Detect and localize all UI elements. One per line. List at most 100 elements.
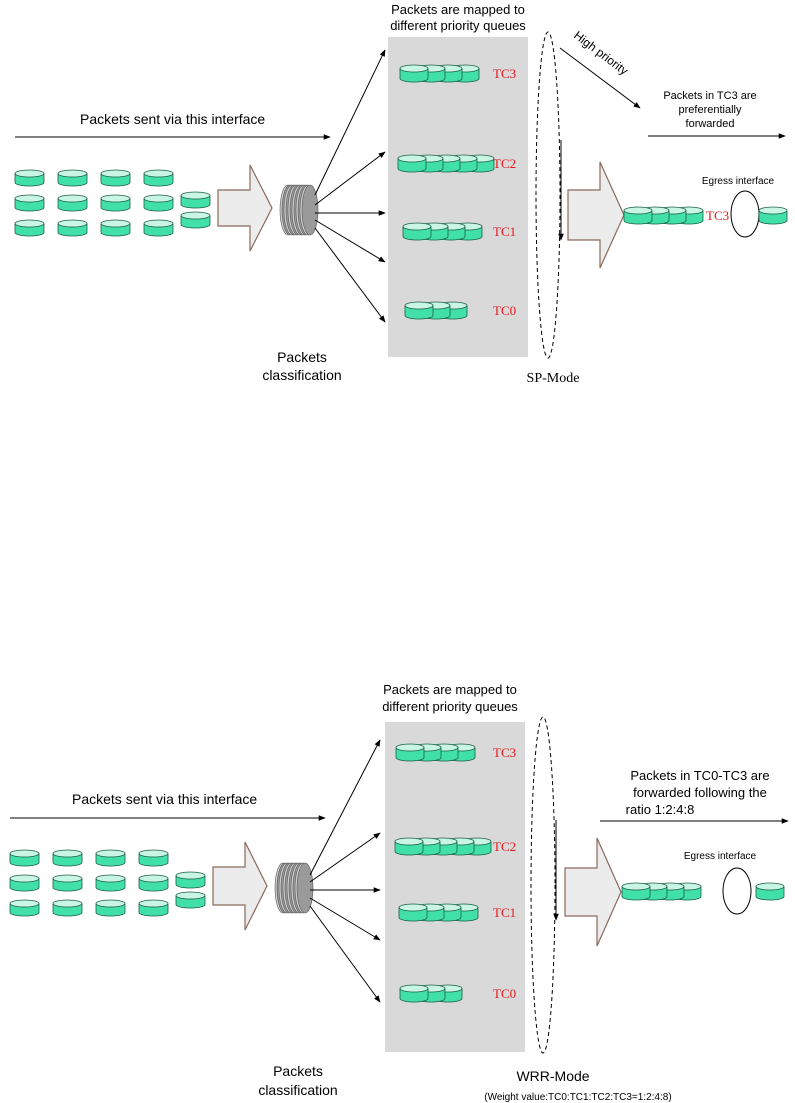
classification-label-line1: Packets bbox=[277, 349, 327, 365]
packet-cylinder-icon bbox=[175, 891, 206, 909]
block-arrow-icon bbox=[212, 841, 268, 931]
queue-label: TC0 bbox=[493, 303, 516, 318]
queue-label: TC1 bbox=[493, 905, 516, 920]
mapping-title-line2: different priority queues bbox=[382, 699, 518, 714]
queue-label: TC1 bbox=[493, 224, 516, 239]
egress-interface-icon bbox=[730, 190, 760, 238]
packet-cylinder-icon bbox=[755, 882, 785, 901]
egress-single-packet bbox=[758, 206, 788, 225]
block-arrow-icon bbox=[564, 837, 622, 947]
packet-cylinder-icon bbox=[180, 211, 211, 229]
packet-cylinder-icon bbox=[398, 903, 428, 922]
packet-cylinder-icon bbox=[9, 874, 40, 892]
classification-label-line2: classification bbox=[262, 367, 341, 383]
packet-cylinder-icon bbox=[138, 849, 169, 867]
egress-packets bbox=[621, 882, 702, 901]
egress-interface-label: Egress interface bbox=[702, 176, 775, 187]
classification-label-line1: Packets bbox=[273, 1063, 323, 1079]
output-label-line3: ratio 1:2:4:8 bbox=[626, 802, 695, 817]
queue-tc3: TC3 bbox=[395, 743, 516, 762]
queue-tc1: TC1 bbox=[398, 903, 516, 922]
packet-cylinder-icon bbox=[397, 154, 427, 173]
egress-interface-icon bbox=[722, 867, 752, 915]
queue-tc3: TC3 bbox=[399, 64, 516, 83]
queue-tc0: TC0 bbox=[399, 984, 516, 1003]
queue-label: TC2 bbox=[493, 156, 516, 171]
packet-cylinder-icon bbox=[623, 206, 653, 225]
classification-label-line2: classification bbox=[258, 1082, 337, 1098]
output-label-line2: forwarded following the bbox=[633, 785, 767, 800]
packet-cylinder-icon bbox=[394, 837, 424, 856]
mode-label: SP-Mode bbox=[527, 371, 580, 386]
packet-cylinder-icon bbox=[9, 899, 40, 917]
packet-cylinder-icon bbox=[57, 169, 88, 187]
packet-cylinder-icon bbox=[14, 169, 45, 187]
packet-cylinder-icon bbox=[14, 219, 45, 237]
queue-tc1: TC1 bbox=[402, 222, 516, 241]
priority-queue-panel bbox=[385, 722, 525, 1052]
mapping-title-line2: different priority queues bbox=[390, 18, 526, 33]
packet-cylinder-icon bbox=[100, 194, 131, 212]
classifier-disk-stack-icon bbox=[279, 184, 319, 236]
mapping-title-line1: Packets are mapped to bbox=[391, 2, 525, 17]
egress-packets bbox=[623, 206, 704, 225]
packet-cylinder-icon bbox=[404, 301, 434, 320]
ingress-packets bbox=[9, 849, 206, 917]
egress-queue-label: TC3 bbox=[706, 208, 729, 223]
packet-cylinder-icon bbox=[143, 194, 174, 212]
ingress-label: Packets sent via this interface bbox=[80, 111, 265, 127]
ingress-label: Packets sent via this interface bbox=[72, 791, 257, 807]
output-label-line3: forwarded bbox=[686, 118, 735, 130]
packet-cylinder-icon bbox=[95, 899, 126, 917]
queue-label: TC3 bbox=[493, 745, 516, 760]
packet-cylinder-icon bbox=[138, 899, 169, 917]
output-label-line1: Packets in TC0-TC3 are bbox=[630, 768, 769, 783]
packet-cylinder-icon bbox=[100, 219, 131, 237]
packet-cylinder-icon bbox=[758, 206, 788, 225]
weight-note: (Weight value:TC0:TC1:TC2:TC3=1:2:4:8) bbox=[484, 1092, 671, 1103]
packet-cylinder-icon bbox=[57, 194, 88, 212]
queue-label: TC0 bbox=[493, 986, 516, 1001]
classification-arrows bbox=[314, 49, 386, 323]
queue-label: TC2 bbox=[493, 839, 516, 854]
scheduler-ellipse-icon bbox=[535, 31, 561, 359]
mode-label: WRR-Mode bbox=[516, 1068, 589, 1084]
queue-label: TC3 bbox=[493, 66, 516, 81]
mapping-title-line1: Packets are mapped to bbox=[383, 682, 517, 697]
packet-cylinder-icon bbox=[180, 191, 211, 209]
wrr-mode-diagram: Packets are mapped to different priority… bbox=[9, 682, 789, 1103]
output-label-line1: Packets in TC3 are bbox=[663, 90, 756, 102]
scheduler-ellipse-icon bbox=[530, 716, 556, 1054]
packet-cylinder-icon bbox=[9, 849, 40, 867]
packet-cylinder-icon bbox=[52, 899, 83, 917]
egress-single-packet bbox=[755, 882, 785, 901]
high-priority-label: High priority bbox=[571, 28, 631, 78]
classification-arrows bbox=[309, 739, 381, 1003]
packet-cylinder-icon bbox=[402, 222, 432, 241]
packet-cylinder-icon bbox=[621, 882, 651, 901]
block-arrow-icon bbox=[567, 161, 625, 269]
egress-interface-label: Egress interface bbox=[684, 851, 757, 862]
packet-cylinder-icon bbox=[52, 849, 83, 867]
queue-tc2: TC2 bbox=[397, 154, 516, 173]
block-arrow-icon bbox=[217, 164, 273, 252]
packet-cylinder-icon bbox=[95, 874, 126, 892]
packet-cylinder-icon bbox=[52, 874, 83, 892]
output-label-line2: preferentially bbox=[679, 104, 742, 116]
high-priority-arrow bbox=[559, 47, 641, 109]
sp-mode-diagram: Packets are mapped to different priority… bbox=[14, 2, 788, 386]
packet-cylinder-icon bbox=[138, 874, 169, 892]
packet-cylinder-icon bbox=[143, 219, 174, 237]
packet-cylinder-icon bbox=[95, 849, 126, 867]
packet-cylinder-icon bbox=[395, 743, 425, 762]
packet-cylinder-icon bbox=[100, 169, 131, 187]
packet-cylinder-icon bbox=[175, 871, 206, 889]
queue-tc2: TC2 bbox=[394, 837, 516, 856]
ingress-packets bbox=[14, 169, 211, 237]
classifier-disk-stack-icon bbox=[274, 862, 314, 914]
packet-cylinder-icon bbox=[399, 64, 429, 83]
packet-cylinder-icon bbox=[57, 219, 88, 237]
queue-tc0: TC0 bbox=[404, 301, 516, 320]
